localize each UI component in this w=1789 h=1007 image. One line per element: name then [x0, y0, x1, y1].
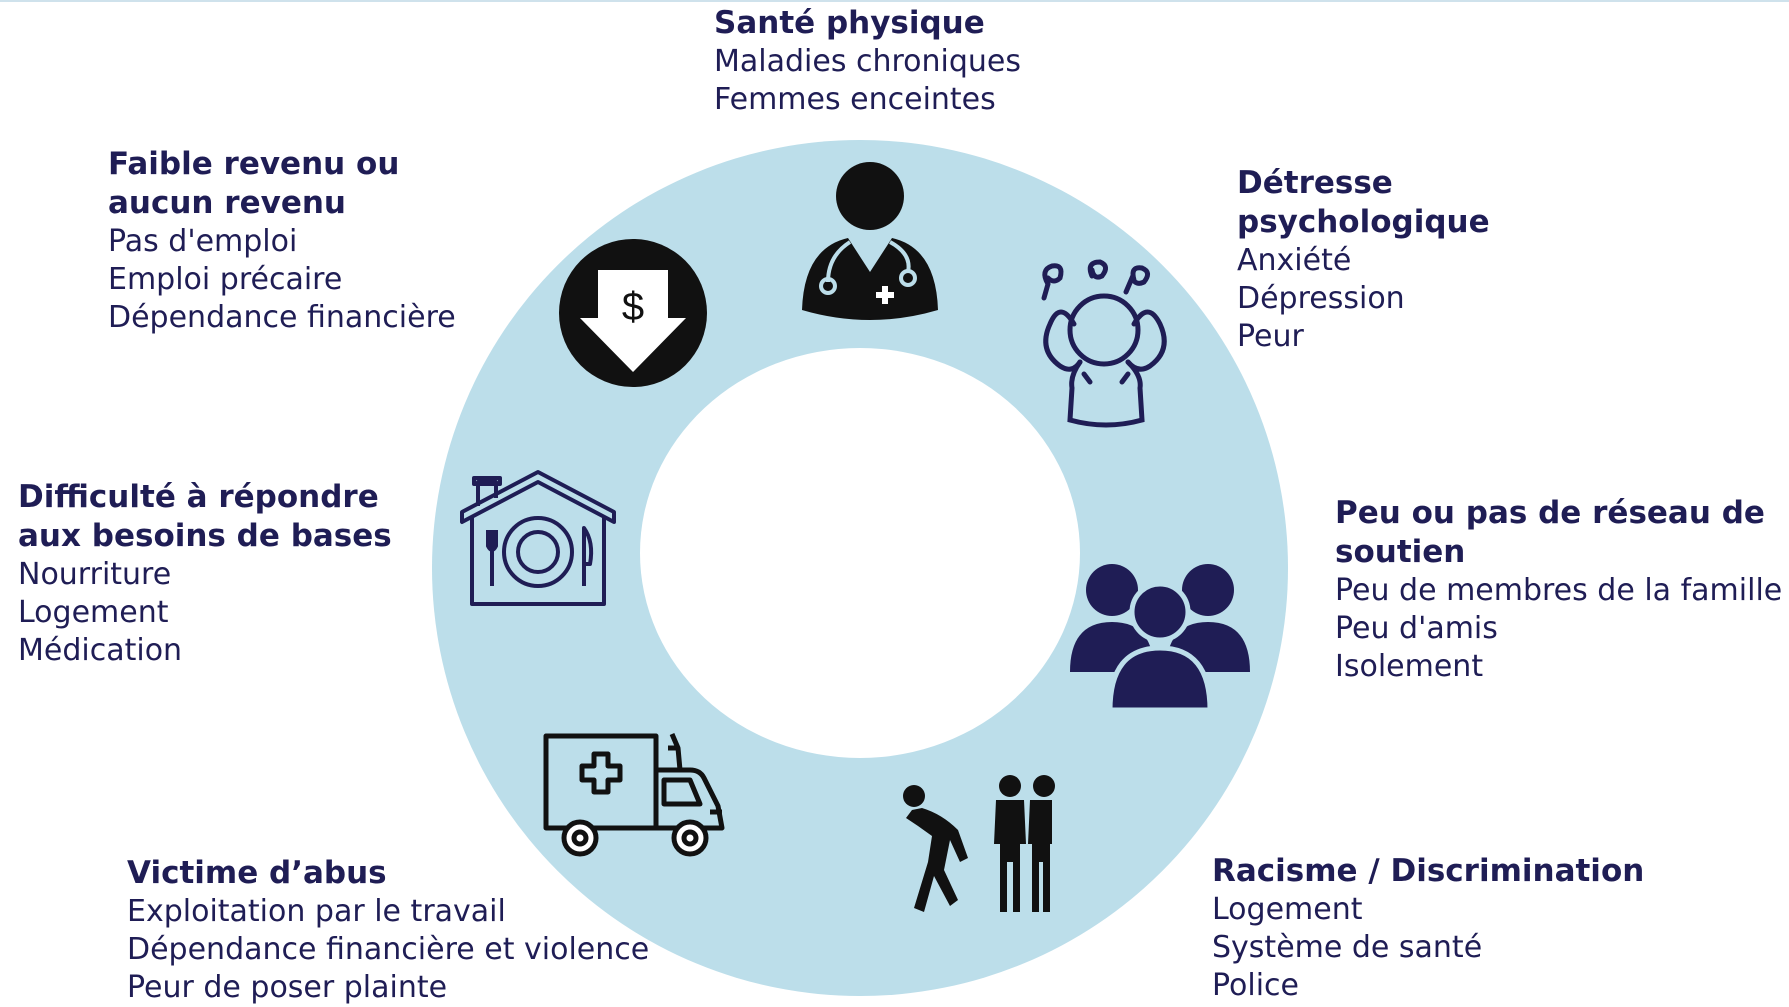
title-detresse-line2: psychologique	[1237, 204, 1490, 240]
discrimination-icon	[903, 775, 1055, 912]
item-police: Police	[1212, 968, 1299, 1003]
item-anxiete: Anxiété	[1237, 243, 1352, 278]
title-besoins-line2: aux besoins de bases	[18, 518, 392, 554]
svg-text:$: $	[622, 285, 644, 329]
item-peu-d-amis: Peu d'amis	[1335, 611, 1498, 646]
label-faible-revenu: Faible revenu ou aucun revenu Pas d'empl…	[108, 145, 456, 337]
item-logement-besoins: Logement	[18, 595, 169, 630]
item-isolement: Isolement	[1335, 649, 1484, 684]
item-dependance-violence: Dépendance financière et violence	[127, 932, 650, 967]
item-femmes-enceintes: Femmes enceintes	[714, 82, 996, 117]
title-revenu-line1: Faible revenu ou	[108, 146, 400, 182]
item-emploi-precaire: Emploi précaire	[108, 262, 343, 297]
title-besoins-line1: Difficulté à répondre	[18, 479, 379, 515]
item-logement-racisme: Logement	[1212, 892, 1363, 927]
item-peur: Peur	[1237, 319, 1304, 354]
label-racisme-discrimination: Racisme / Discrimination Logement Systèm…	[1212, 852, 1644, 1005]
item-peu-de-famille: Peu de membres de la famille	[1335, 573, 1783, 608]
item-dependance-financiere: Dépendance financière	[108, 300, 456, 335]
ring-center	[640, 348, 1080, 758]
item-exploitation-travail: Exploitation par le travail	[127, 894, 506, 929]
item-medication: Médication	[18, 633, 183, 668]
item-nourriture: Nourriture	[18, 557, 172, 592]
item-depression: Dépression	[1237, 281, 1405, 316]
title-victime-abus: Victime d’abus	[127, 855, 387, 891]
title-reseau-line2: soutien	[1335, 534, 1466, 570]
stressed-person-icon	[1041, 259, 1167, 428]
label-besoins-de-bases: Difficulté à répondre aux besoins de bas…	[18, 478, 392, 670]
title-revenu-line2: aucun revenu	[108, 185, 346, 221]
doctor-icon	[802, 162, 938, 320]
label-reseau-soutien: Peu ou pas de réseau de soutien Peu de m…	[1335, 494, 1782, 686]
title-detresse-line1: Détresse	[1237, 165, 1393, 201]
top-divider-line	[0, 0, 1789, 2]
title-sante-physique: Santé physique	[714, 5, 985, 41]
title-racisme: Racisme / Discrimination	[1212, 853, 1645, 889]
label-detresse-psychologique: Détresse psychologique Anxiété Dépressio…	[1237, 164, 1490, 356]
group-people-icon	[1070, 564, 1250, 713]
label-victime-abus: Victime d’abus Exploitation par le trava…	[127, 854, 649, 1007]
item-pas-d-emploi: Pas d'emploi	[108, 224, 298, 259]
ambulance-icon	[543, 733, 725, 857]
item-peur-plainte: Peur de poser plainte	[127, 970, 448, 1005]
item-systeme-de-sante: Système de santé	[1212, 930, 1483, 965]
item-maladies-chroniques: Maladies chroniques	[714, 44, 1022, 79]
label-sante-physique: Santé physique Maladies chroniques Femme…	[714, 4, 1021, 119]
dollar-down-icon: $	[559, 239, 707, 387]
title-reseau-line1: Peu ou pas de réseau de	[1335, 495, 1765, 531]
house-food-icon	[460, 470, 616, 606]
